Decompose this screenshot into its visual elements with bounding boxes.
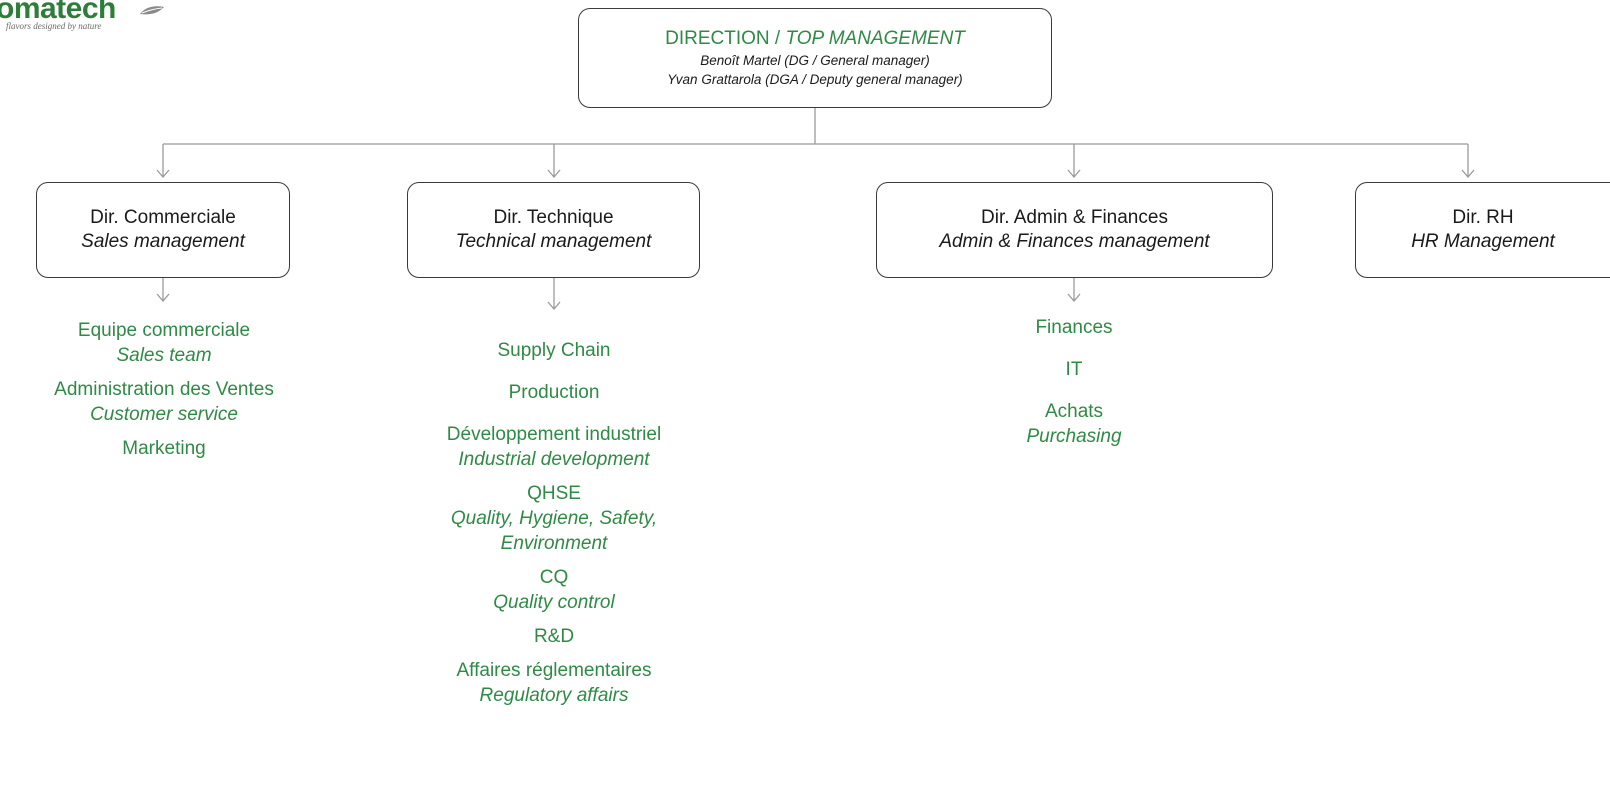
- team-name-fr: Supply Chain: [497, 340, 611, 361]
- list-item: IT: [964, 357, 1184, 382]
- list-item: Achats Purchasing: [964, 399, 1184, 449]
- team-name-fr: Marketing: [122, 438, 206, 459]
- top-management-title: DIRECTION / TOP MANAGEMENT: [665, 27, 965, 51]
- logo-tagline: flavors designed by nature: [6, 21, 102, 31]
- list-item: Supply Chain: [384, 338, 724, 363]
- dir-rh-fr: Dir. RH: [1452, 207, 1514, 228]
- team-name-fr: Achats: [1044, 401, 1104, 422]
- list-item: Affaires réglementaires Regulatory affai…: [384, 658, 724, 708]
- list-item: Equipe commerciale Sales team: [4, 318, 324, 368]
- top-management-box: DIRECTION / TOP MANAGEMENT Benoît Martel…: [578, 8, 1052, 108]
- list-item: Administration des Ventes Customer servi…: [4, 377, 324, 427]
- arrowhead-icon: [156, 293, 170, 302]
- dir-admin-finances-box: Dir. Admin & Finances Admin & Finances m…: [876, 182, 1273, 278]
- list-item: Finances: [964, 315, 1184, 340]
- team-name-fr: Finances: [1035, 317, 1113, 338]
- team-name-fr: Administration des Ventes: [54, 379, 274, 400]
- top-title-fr: DIRECTION /: [665, 28, 786, 49]
- company-logo: omatech flavors designed by nature: [0, 0, 186, 42]
- dir-commerciale-box: Dir. Commerciale Sales management: [36, 182, 290, 278]
- team-name-fr: CQ: [539, 567, 569, 588]
- team-name-en: Sales team: [116, 345, 212, 366]
- top-title-en: TOP MANAGEMENT: [785, 28, 965, 49]
- team-name-fr: Production: [508, 382, 600, 403]
- technique-teams-list: Supply Chain Production Développement in…: [384, 338, 724, 717]
- logo-wordmark: omatech: [0, 0, 116, 25]
- list-item: R&D: [384, 624, 724, 649]
- list-item: Production: [384, 380, 724, 405]
- list-item: Marketing: [4, 436, 324, 461]
- dir-rh-en: HR Management: [1411, 231, 1555, 252]
- dir-admin-finances-fr: Dir. Admin & Finances: [981, 207, 1168, 228]
- team-name-en: Quality, Hygiene, Safety,: [450, 508, 658, 529]
- dir-commerciale-en: Sales management: [81, 231, 245, 252]
- general-manager-line: Benoît Martel (DG / General manager): [700, 53, 930, 68]
- dir-technique-en: Technical management: [455, 231, 652, 252]
- arrowhead-icon: [547, 301, 561, 310]
- dir-technique-fr: Dir. Technique: [493, 207, 614, 228]
- leaf-icon: [140, 6, 164, 15]
- team-name-fr: Affaires réglementaires: [456, 660, 652, 681]
- list-item: QHSE Quality, Hygiene, Safety, Environme…: [384, 481, 724, 556]
- team-name-en: Industrial development: [458, 449, 650, 470]
- dir-admin-finances-en: Admin & Finances management: [939, 231, 1210, 252]
- admin-finances-teams-list: Finances IT Achats Purchasing: [964, 315, 1184, 458]
- list-item: CQ Quality control: [384, 565, 724, 615]
- arrowhead-icon: [1461, 169, 1475, 178]
- team-name-fr: R&D: [533, 626, 575, 647]
- arrowhead-icon: [547, 169, 561, 178]
- team-name-fr: Equipe commerciale: [77, 320, 251, 341]
- team-name-en: Quality control: [493, 592, 615, 613]
- commerciale-teams-list: Equipe commerciale Sales team Administra…: [4, 318, 324, 470]
- team-name-en: Regulatory affairs: [479, 685, 629, 706]
- team-name-en: Customer service: [90, 404, 238, 425]
- team-name-en-continued: Environment: [500, 533, 608, 554]
- arrowhead-icon: [1067, 169, 1081, 178]
- team-name-fr: Développement industriel: [446, 424, 662, 445]
- arrowhead-icon: [1067, 293, 1081, 302]
- deputy-general-manager-line: Yvan Grattarola (DGA / Deputy general ma…: [667, 72, 963, 87]
- team-name-fr: QHSE: [527, 483, 581, 504]
- team-name-fr: IT: [1065, 359, 1083, 380]
- list-item: Développement industriel Industrial deve…: [384, 422, 724, 472]
- arrowhead-icon: [156, 169, 170, 178]
- dir-rh-box: Dir. RH HR Management: [1355, 182, 1610, 278]
- dir-commerciale-fr: Dir. Commerciale: [90, 207, 236, 228]
- team-name-en: Purchasing: [1026, 426, 1122, 447]
- dir-technique-box: Dir. Technique Technical management: [407, 182, 700, 278]
